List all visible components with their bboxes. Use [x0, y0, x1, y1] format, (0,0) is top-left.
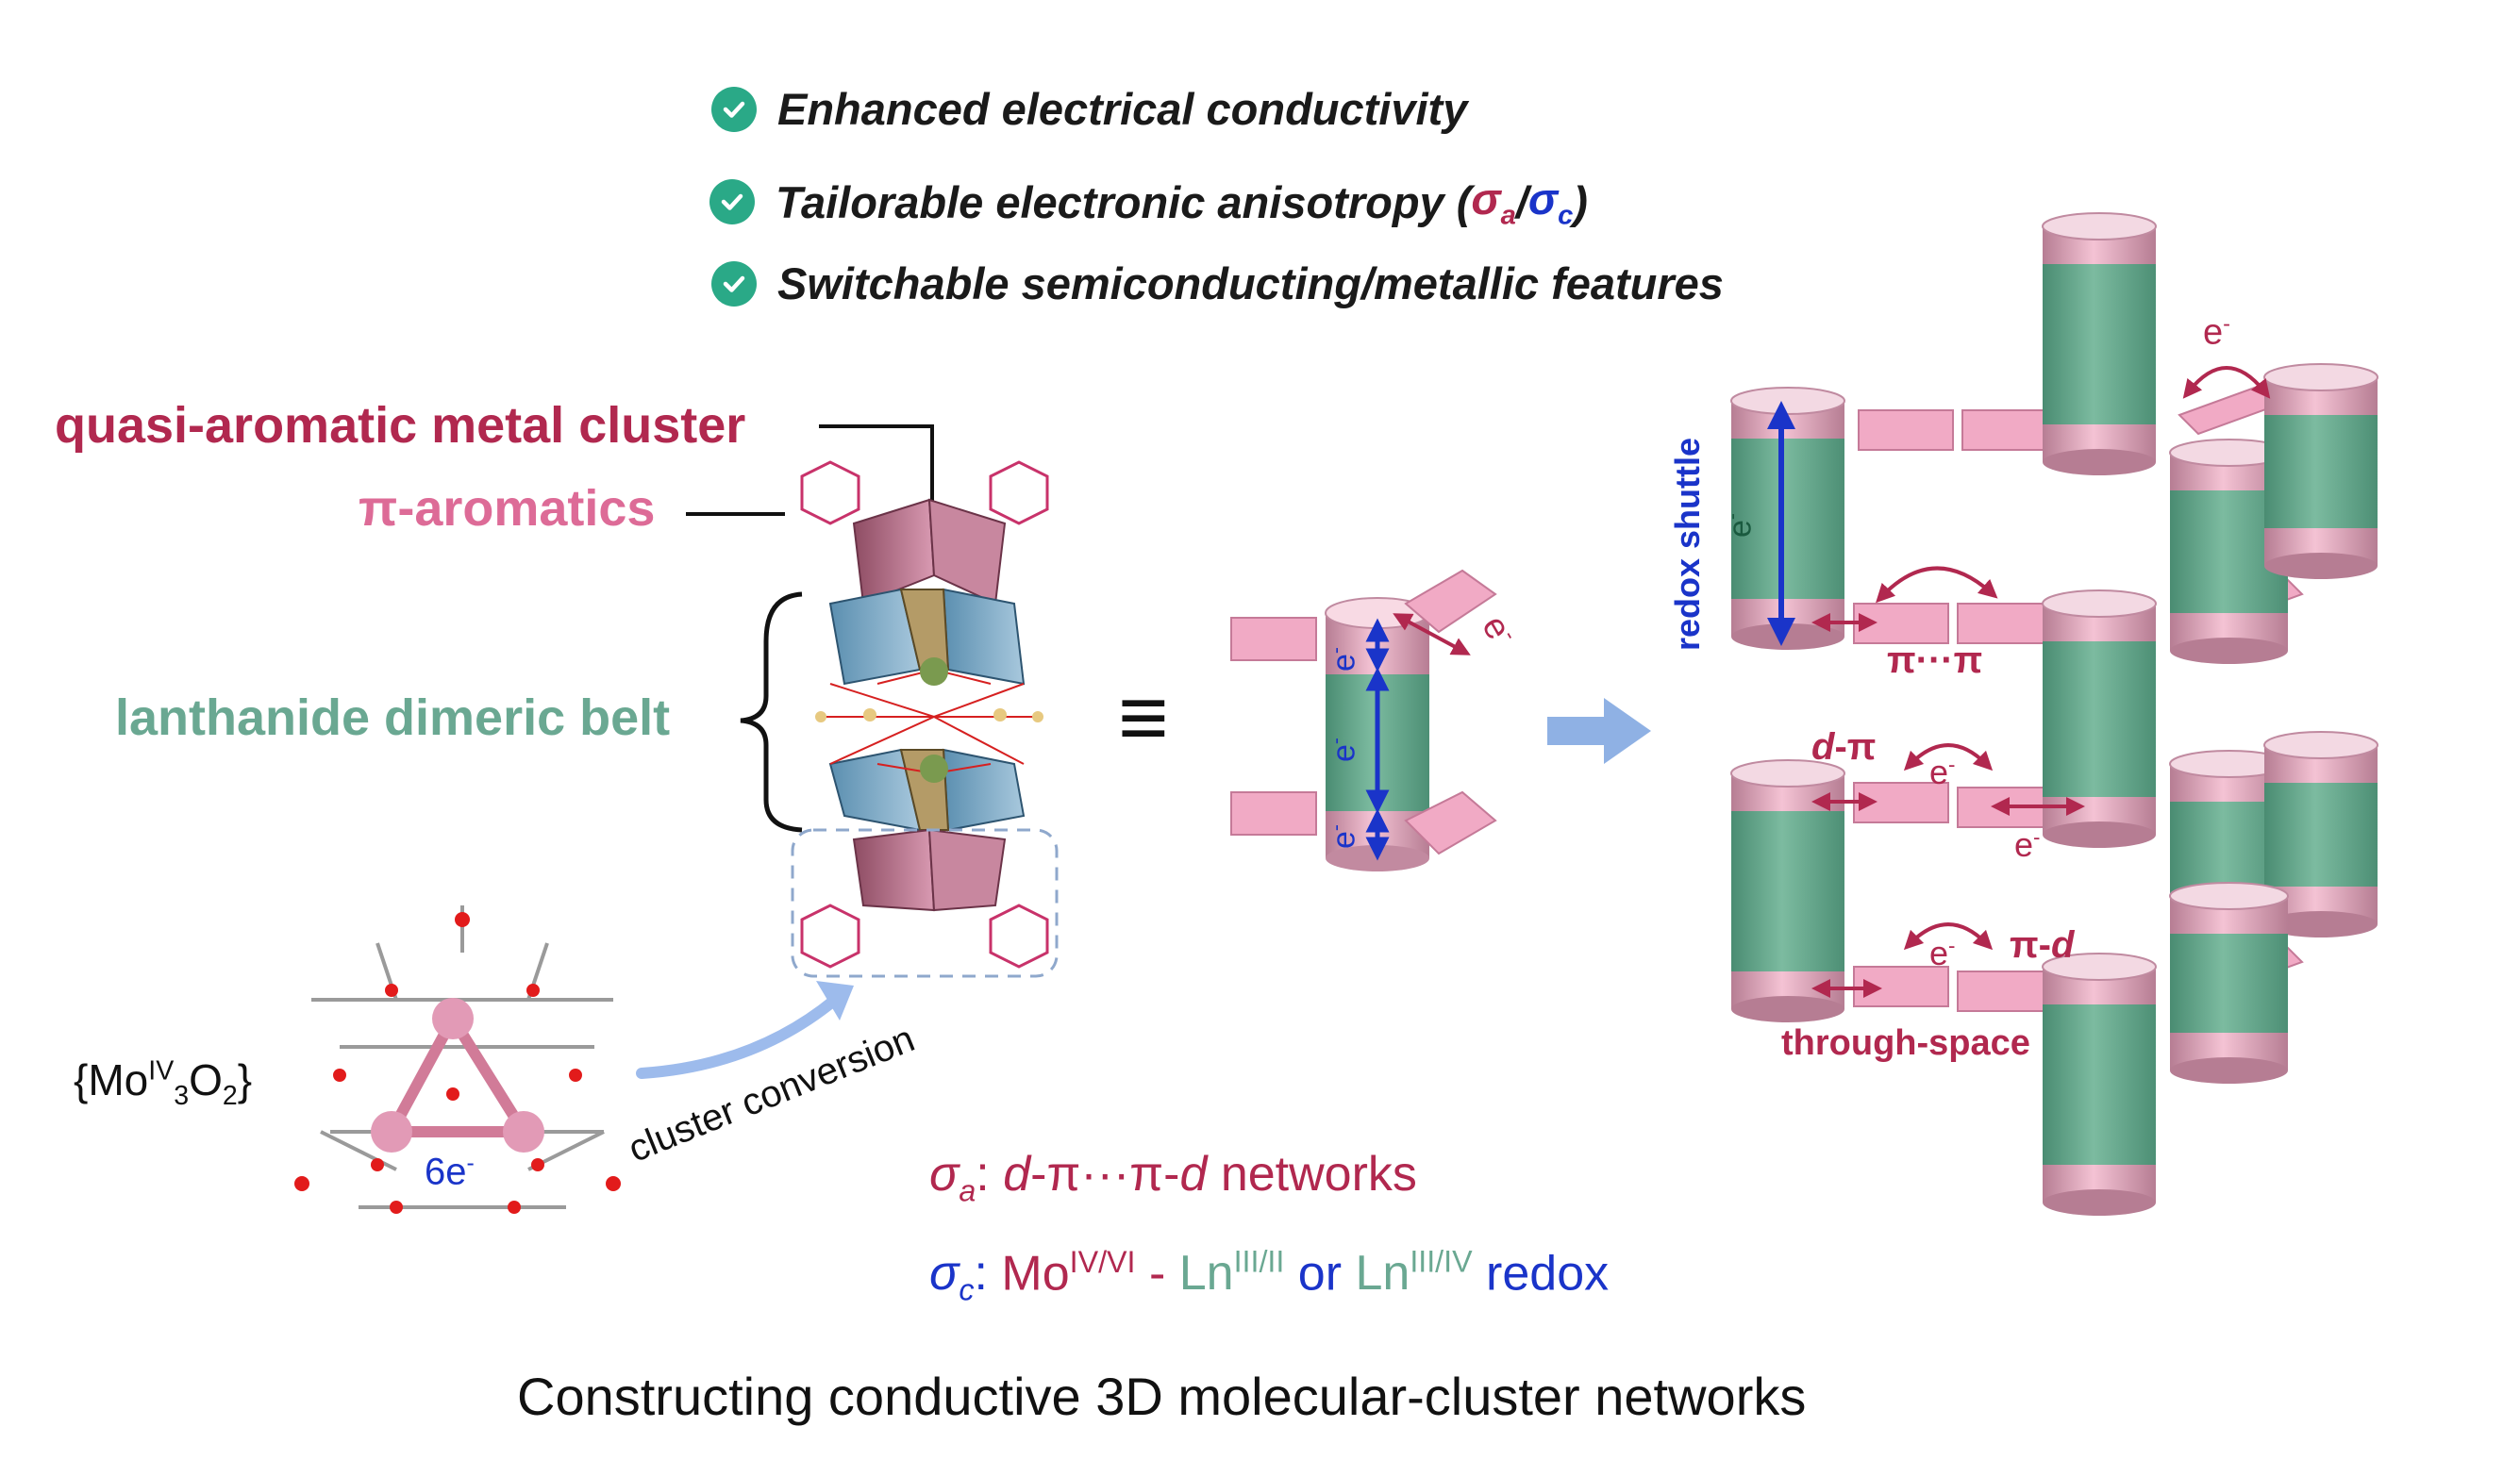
network-cylinder	[1730, 759, 1845, 1022]
equivalence-sign: ≡	[1118, 670, 1169, 766]
label-lanthanide-belt: lanthanide dimeric belt	[115, 689, 671, 746]
network-cylinder	[2042, 589, 2157, 848]
label-e-top-right: e-	[2203, 311, 2230, 353]
network-cylinder	[2042, 953, 2157, 1216]
sigma-c: σc	[1527, 174, 1574, 231]
check-circle-icon	[709, 179, 755, 225]
network-cylinder	[2263, 363, 2378, 579]
check-circle-icon	[711, 260, 757, 307]
feature-item-conductivity: Enhanced electrical conductivity	[711, 83, 1467, 135]
network-3d	[1730, 212, 2378, 1216]
simplified-unit	[1230, 569, 1497, 871]
label-e-bottom-net: e-	[1929, 934, 1956, 972]
equation-sigma-c: σc: MoIV/VI - LnIII/II or LnIII/IV redox	[929, 1245, 1610, 1307]
transform-arrow-icon	[1547, 698, 1651, 764]
check-circle-icon	[711, 86, 757, 132]
label-e-top: e-	[1326, 647, 1362, 672]
sigma-a: σa	[1471, 174, 1516, 231]
label-e-middle: e-	[1929, 753, 1956, 791]
label-quasi-aromatic-cluster: quasi-aromatic metal cluster	[55, 397, 746, 454]
label-e-bottom: e-	[1326, 824, 1362, 849]
feature-text: Switchable semiconducting/metallic featu…	[777, 258, 1724, 308]
label-through-space: through-space	[1781, 1023, 2030, 1063]
feature-text: Tailorable electronic anisotropy (	[776, 176, 1472, 227]
mo3o2-cluster	[294, 905, 621, 1214]
label-d-pi: d-π	[1811, 726, 1877, 768]
network-cylinder	[2169, 882, 2289, 1084]
feature-item-anisotropy: Tailorable electronic anisotropy (σa/σc)	[709, 173, 1588, 231]
feature-item-switchable: Switchable semiconducting/metallic featu…	[711, 257, 1724, 309]
label-e-lower: e-	[2014, 825, 2041, 864]
cluster-structure	[791, 460, 1059, 978]
label-pi-d: π-d	[2010, 924, 2075, 966]
figure-caption: Constructing conductive 3D molecular-clu…	[517, 1367, 1807, 1426]
label-e-shuttle: e-	[1722, 513, 1759, 538]
paren-close: )	[1573, 176, 1588, 227]
label-e-mid: e-	[1326, 738, 1362, 762]
label-mo3o2: {MoIV3O2}	[74, 1055, 253, 1112]
equation-sigma-a: σa: d-π···π-d networks	[929, 1147, 1417, 1208]
cluster-conversion-arrow	[636, 994, 841, 1079]
curly-brace	[740, 591, 803, 833]
label-pi-pi: π···π	[1887, 639, 1983, 681]
label-6e: 6e-	[425, 1151, 475, 1193]
network-cylinder	[2042, 212, 2157, 475]
feature-text: Enhanced electrical conductivity	[777, 84, 1468, 134]
slash: /	[1515, 176, 1528, 227]
leader-line-quasi	[819, 424, 934, 514]
label-pi-aromatics: π-aromatics	[359, 480, 656, 537]
